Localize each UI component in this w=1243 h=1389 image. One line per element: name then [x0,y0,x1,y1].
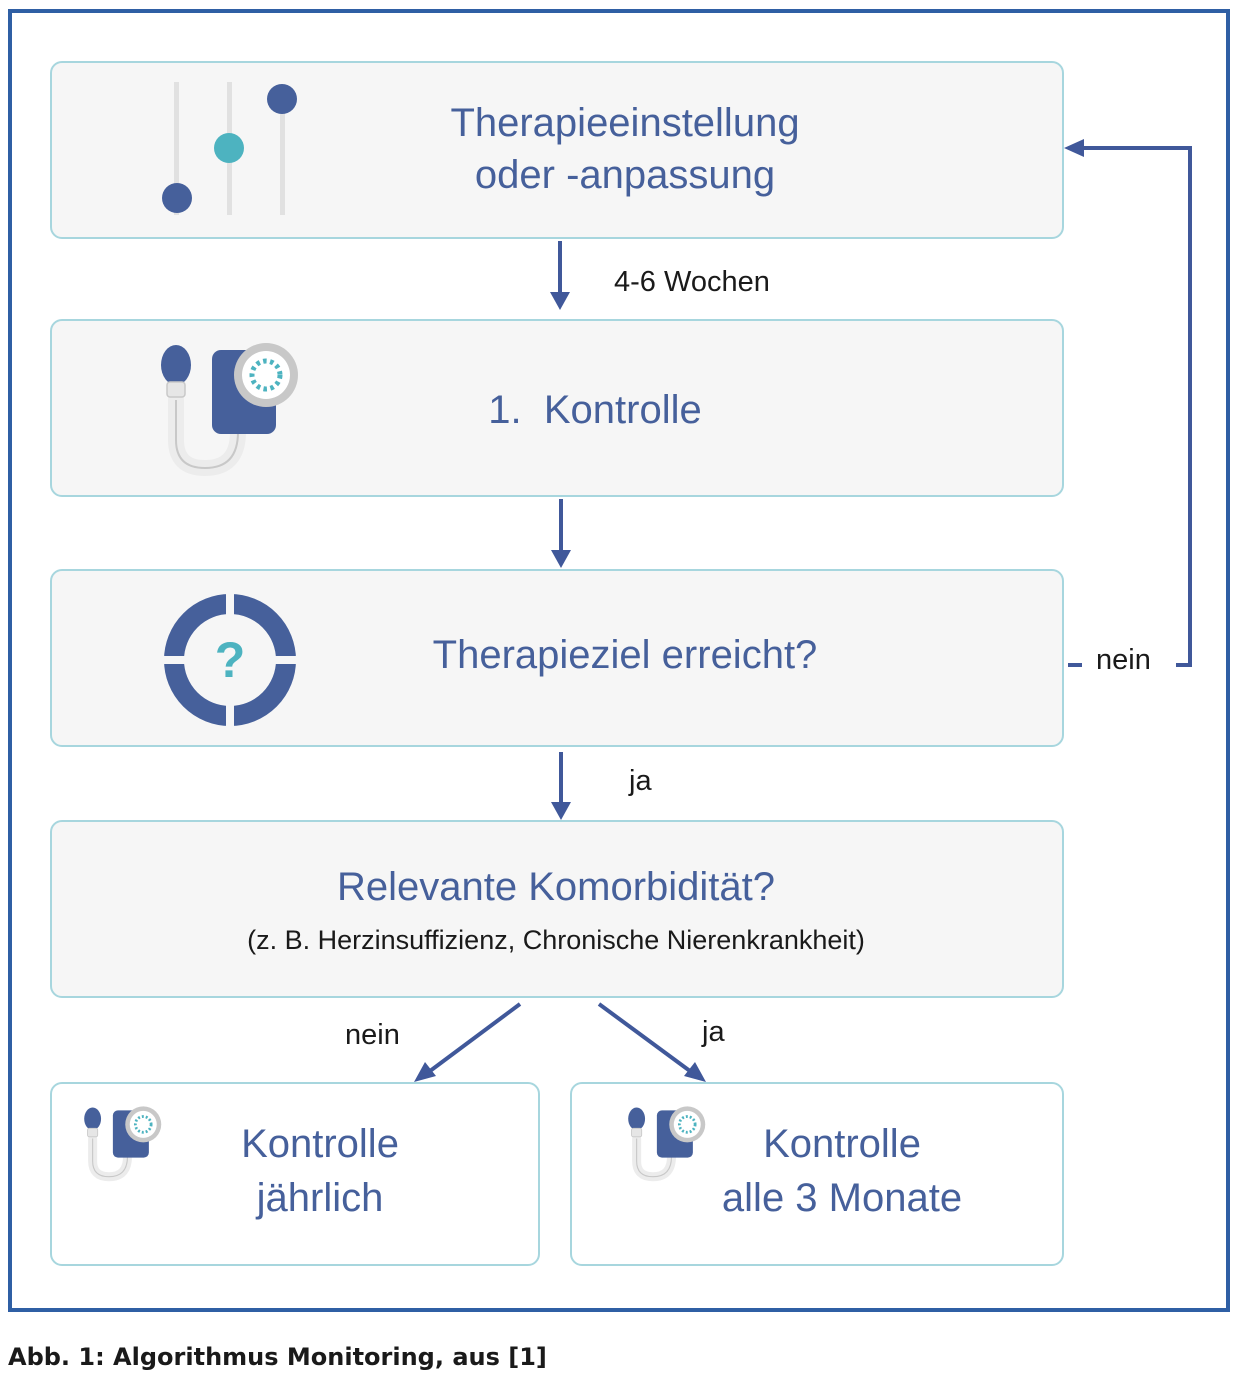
node-comorbidity [50,820,1064,998]
node-control-yearly [50,1082,540,1266]
edge-label-goal-yes: ja [629,765,652,797]
comorbidity-subtitle: (z. B. Herzinsuffizienz, Chronische Nier… [247,925,865,955]
arrow-comorbidity-no [414,1002,522,1082]
figure-caption: Abb. 1: Algorithmus Monitoring, aus [1] [8,1343,547,1371]
arrow-goal-yes [551,752,571,820]
first-control-title: 1. Kontrolle [488,388,702,432]
edge-label-comorbidity-yes: ja [702,1016,725,1048]
arrow-therapy-to-control1 [550,241,570,310]
goal-reached-title: Therapieziel erreicht? [432,633,818,677]
sliders-icon [162,82,297,215]
control-yearly-line2: jährlich [256,1176,384,1220]
question-ring-icon: ? [160,590,300,730]
edge-label-goal-no: nein [1096,644,1151,676]
control-quarterly-line1: Kontrolle [763,1122,921,1166]
svg-text:?: ? [215,632,246,688]
arrow-goal-no-loop [1064,139,1192,667]
blood-pressure-monitor-icon [628,1106,706,1182]
control-yearly-line1: Kontrolle [241,1122,399,1166]
blood-pressure-monitor-icon [161,343,298,477]
arrow-control1-to-goal [551,499,571,568]
arrow-comorbidity-yes [597,1002,706,1082]
edge-label-comorbidity-no: nein [345,1019,400,1051]
therapy-title-line1: Therapieeinstellung [450,101,800,145]
comorbidity-title: Relevante Komorbidität? [336,865,776,909]
therapy-title-line2: oder -anpassung [474,153,776,197]
blood-pressure-monitor-icon [84,1106,162,1182]
control-quarterly-line2: alle 3 Monate [721,1176,963,1220]
edge-label-4-6-weeks: 4-6 Wochen [614,266,770,298]
